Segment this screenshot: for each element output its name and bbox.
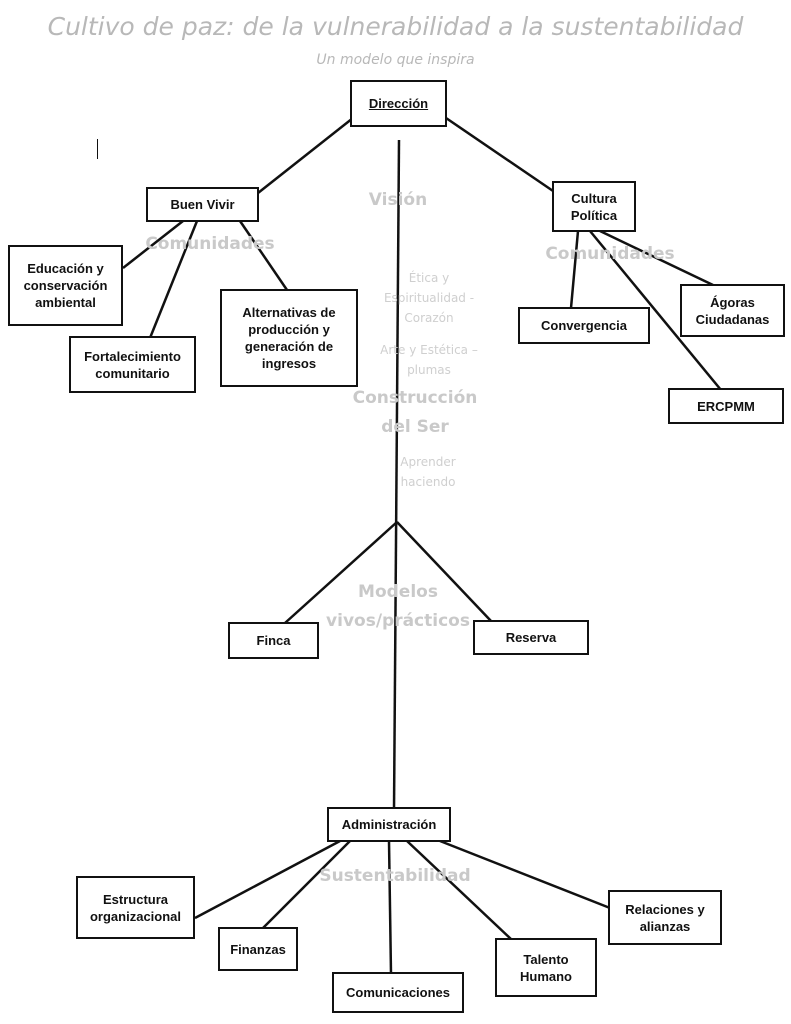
link-admin-talento	[406, 840, 513, 941]
node-educacion-label: Educación y conservación ambiental	[23, 261, 108, 310]
watermark-aprender: Aprender haciendo	[400, 455, 456, 489]
watermark-comunidades-left: Comunidades	[145, 234, 275, 254]
node-convergencia-label: Convergencia	[541, 318, 627, 333]
node-relaciones: Relaciones y alianzas	[608, 890, 722, 945]
node-estructura: Estructura organizacional	[76, 876, 195, 939]
node-direccion: Dirección	[350, 80, 447, 127]
node-convergencia: Convergencia	[518, 307, 650, 344]
watermark-modelos: Modelos vivos/prácticos	[326, 582, 470, 631]
node-finanzas: Finanzas	[218, 927, 298, 971]
node-cultura-politica-label: Cultura Política	[570, 190, 618, 223]
link-admin-estructura	[194, 839, 341, 920]
link-admin-comunicaciones	[387, 840, 393, 975]
node-administracion: Administración	[327, 807, 451, 842]
node-relaciones-label: Relaciones y alianzas	[625, 901, 705, 934]
watermark-construccion: Construcción del Ser	[352, 388, 478, 437]
diagram-subtitle: Un modelo que inspira	[316, 52, 475, 68]
node-buen-vivir: Buen Vivir	[146, 187, 259, 222]
watermark-sustentabilidad: Sustentabilidad	[319, 866, 471, 886]
node-educacion: Educación y conservación ambiental	[8, 245, 123, 326]
node-finanzas-label: Finanzas	[230, 941, 286, 957]
node-estructura-label: Estructura organizacional	[89, 891, 182, 924]
diagram-title: Cultivo de paz: de la vulnerabilidad a l…	[47, 12, 744, 41]
node-comunicaciones-label: Comunicaciones	[345, 985, 451, 1000]
node-administracion-label: Administración	[341, 817, 437, 832]
link-admin-finanzas	[261, 840, 351, 930]
link-buenvivir-educacion	[122, 220, 184, 269]
watermark-etica: Ética y Espiritualidad - Corazón	[383, 271, 475, 325]
link-buenvivir-fortalecimiento	[148, 220, 199, 339]
node-talento-label: Talento Humano	[520, 951, 572, 984]
node-finca: Finca	[228, 622, 319, 659]
node-direccion-label: Dirección	[368, 96, 429, 111]
node-talento: Talento Humano	[495, 938, 597, 997]
node-fortalecimiento: Fortalecimiento comunitario	[69, 336, 196, 393]
node-alternativas: Alternativas de producción y generación …	[220, 289, 358, 387]
link-cultura-convergencia	[569, 230, 580, 309]
link-admin-relaciones	[439, 839, 611, 910]
link-buenvivir-alternativas	[238, 220, 289, 291]
node-cultura-politica: Cultura Política	[552, 181, 636, 232]
link-trunk-finca	[284, 521, 398, 624]
link-trunk-reserva	[396, 521, 492, 622]
node-reserva-label: Reserva	[505, 630, 557, 645]
node-comunicaciones: Comunicaciones	[332, 972, 464, 1013]
node-agoras: Ágoras Ciudadanas	[680, 284, 785, 337]
text-cursor	[97, 139, 98, 159]
link-direccion-cultura	[445, 116, 557, 195]
node-fortalecimiento-label: Fortalecimiento comunitario	[84, 348, 181, 381]
trunk-line	[392, 139, 401, 811]
watermark-vision: Visión	[368, 190, 428, 210]
link-cultura-agoras	[599, 229, 714, 287]
watermark-comunidades-right: Comunidades	[545, 244, 675, 264]
node-agoras-label: Ágoras Ciudadanas	[695, 294, 770, 327]
node-reserva: Reserva	[473, 620, 589, 655]
node-ercpmm: ERCPMM	[668, 388, 784, 424]
node-buen-vivir-label: Buen Vivir	[170, 197, 235, 212]
link-direccion-buenvivir	[257, 117, 354, 194]
link-cultura-ercpmm	[589, 230, 722, 391]
node-ercpmm-label: ERCPMM	[697, 398, 755, 414]
watermark-arte: Arte y Estética – plumas	[380, 343, 478, 377]
node-alternativas-label: Alternativas de producción y generación …	[242, 305, 336, 371]
node-finca-label: Finca	[256, 633, 291, 648]
